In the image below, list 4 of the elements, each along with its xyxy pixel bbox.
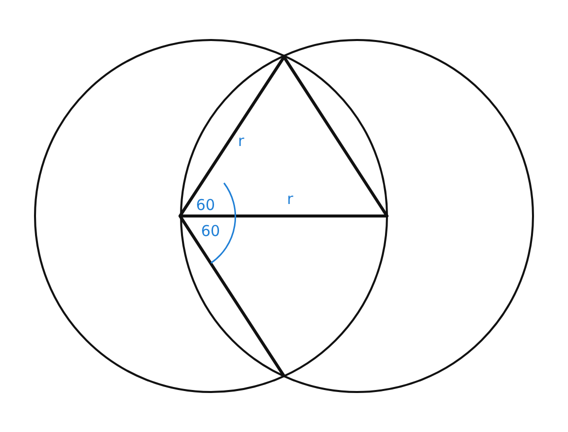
length-label: r — [287, 192, 294, 207]
angle-label: 60 — [196, 198, 216, 213]
length-label: r — [238, 134, 244, 149]
angle-label: 60 — [201, 224, 220, 239]
